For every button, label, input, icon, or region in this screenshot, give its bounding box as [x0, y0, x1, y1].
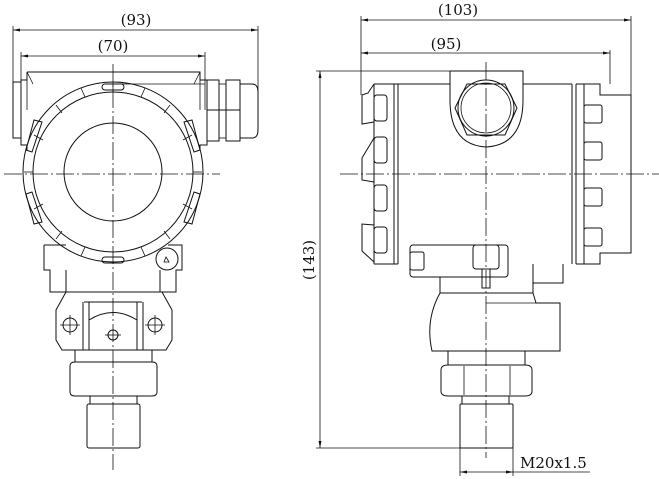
dimension-thread: M20x1.5	[460, 454, 590, 474]
dimension-93-label: (93)	[121, 11, 152, 29]
front-view: (93) (70)	[4, 11, 259, 470]
dimension-143-label: (143)	[300, 240, 318, 280]
dimension-95-label: (95)	[431, 35, 462, 53]
dimension-103: (103)	[360, 1, 632, 250]
dimension-143: (143)	[300, 70, 462, 449]
dimension-70: (70)	[20, 37, 206, 110]
dimension-95: (95)	[361, 35, 611, 84]
dimension-93: (93)	[12, 11, 259, 90]
thread-spec-label: M20x1.5	[520, 454, 587, 472]
dimension-103-label: (103)	[438, 1, 478, 19]
side-view: (103) (95) (143)	[300, 1, 659, 476]
dimension-70-label: (70)	[98, 37, 129, 55]
